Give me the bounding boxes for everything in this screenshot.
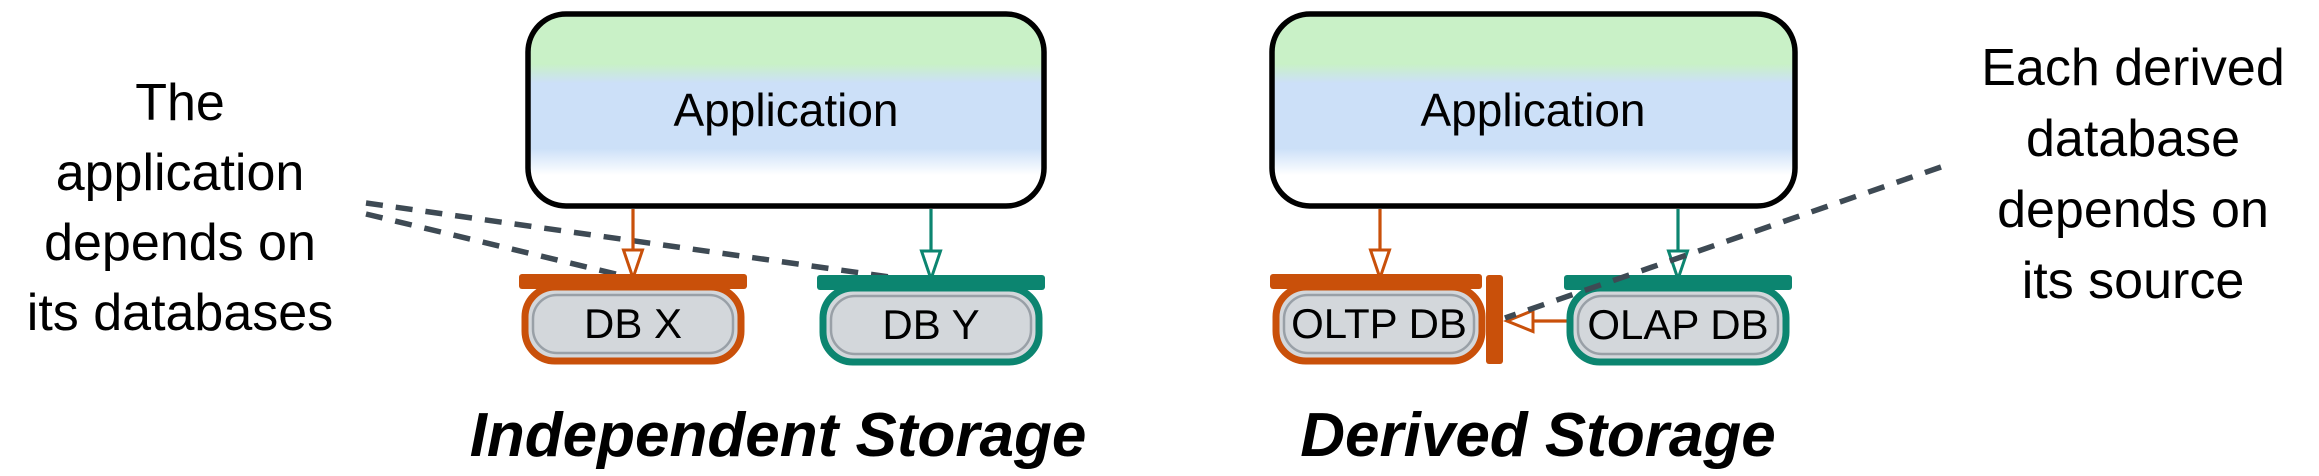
olap-db-label: OLAP DB: [1587, 301, 1768, 348]
left-application-label: Application: [673, 84, 898, 136]
db-x-shape: DB X: [519, 274, 747, 365]
arrowhead-down-icon: [1368, 248, 1392, 283]
left-note-line-2: application: [56, 144, 305, 202]
db-x-top-bar: [519, 274, 747, 289]
right-note-line-2: database: [2026, 110, 2240, 168]
arrowhead-left-icon: [1502, 308, 1535, 334]
left-annotation-note: The application depends on its databases: [27, 74, 333, 342]
right-note-line-1: Each derived: [1981, 39, 2285, 97]
right-arrow-app-to-oltp: [1368, 209, 1392, 283]
right-note-line-4: its source: [2022, 252, 2245, 310]
olap-db-inner-ring: [1576, 294, 1780, 356]
left-callout-dashed-line-to-db-x: [365, 211, 629, 280]
left-note-line-4: its databases: [27, 284, 333, 342]
arrowhead-down-icon: [621, 248, 645, 283]
left-callout-dashed-line-to-db-y: [365, 200, 926, 285]
left-application-box: [525, 11, 1047, 209]
left-note-line-3: depends on: [44, 214, 316, 272]
left-arrow-app-to-db-x: [621, 209, 645, 283]
db-y-top-bar: [817, 275, 1045, 290]
oltp-db-top-bar: [1270, 274, 1482, 289]
db-y-shape: DB Y: [817, 275, 1045, 366]
derived-storage-panel: Application OLTP DB OLA: [1269, 11, 1798, 470]
db-y-inner-ring: [829, 294, 1033, 356]
left-arrow-app-to-db-y: [919, 209, 943, 284]
oltp-db-inner-ring: [1282, 293, 1476, 355]
arrowhead-down-icon: [919, 249, 943, 284]
db-y-label: DB Y: [882, 301, 979, 348]
right-application-box: [1269, 11, 1798, 209]
db-x-label: DB X: [584, 300, 682, 347]
right-callout-dashed-line: [1504, 164, 1942, 321]
arrow-olap-to-oltp: [1502, 308, 1571, 334]
oltp-db-shape: OLTP DB: [1270, 274, 1503, 365]
right-annotation-note: Each derived database depends on its sou…: [1981, 39, 2285, 310]
oltp-db-label: OLTP DB: [1291, 300, 1467, 347]
derived-storage-caption: Derived Storage: [1300, 401, 1776, 470]
right-application-label: Application: [1420, 84, 1645, 136]
olap-db-shape: OLAP DB: [1564, 275, 1792, 366]
right-arrow-app-to-olap: [1666, 209, 1690, 284]
right-note-line-3: depends on: [1997, 181, 2269, 239]
independent-storage-panel: Application DB X DB Y Independent Storag…: [470, 11, 1087, 470]
db-x-inner-ring: [531, 293, 735, 355]
independent-storage-caption: Independent Storage: [470, 401, 1087, 470]
left-note-line-1: The: [135, 74, 225, 132]
oltp-db-right-bar: [1486, 275, 1503, 364]
